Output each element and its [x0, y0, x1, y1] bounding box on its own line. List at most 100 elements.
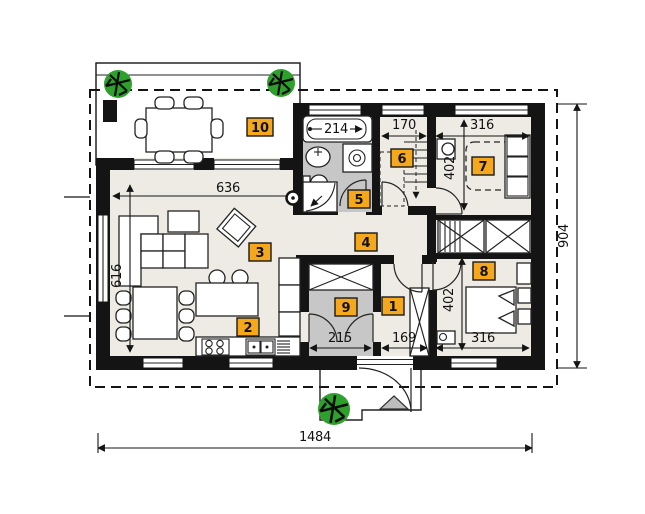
wall-hall-b: [366, 206, 382, 215]
chair: [183, 96, 204, 110]
dimension-636: 636: [112, 181, 286, 200]
dimension-215: 215: [309, 331, 372, 352]
svg-text:214: 214: [324, 122, 348, 137]
chair: [441, 142, 455, 156]
cabinet: [516, 262, 532, 285]
dining-table: [132, 286, 178, 340]
dimension-402-top: 402: [443, 119, 468, 211]
kitchen-vestibule-door-arc: [308, 313, 338, 343]
stairs-door-arc: [381, 181, 409, 207]
svg-text:402: 402: [442, 288, 457, 312]
hall-wardrobe: [409, 287, 430, 357]
tall-cabinet: [278, 311, 301, 337]
room-label-5: 5: [347, 189, 371, 209]
kitchen-sink: [245, 338, 276, 356]
kitchen-furniture: [115, 257, 301, 357]
wall-bath-stairs: [372, 117, 380, 215]
room-label-8: 8: [472, 261, 496, 281]
nightstand: [517, 287, 532, 304]
wall-vestibule-top-b: [422, 255, 436, 264]
svg-text:4: 4: [361, 236, 370, 251]
pillow: [497, 309, 515, 328]
chair: [154, 150, 175, 164]
chair: [115, 308, 132, 324]
entrance-opening: [357, 356, 413, 370]
window: [450, 357, 498, 369]
pillow: [497, 289, 515, 307]
terrace-pillar: [103, 100, 117, 122]
dimension-170: 170: [381, 118, 427, 140]
chair: [134, 118, 148, 139]
room-label-4: 4: [354, 232, 378, 252]
bathroom-door-arc: [339, 179, 367, 207]
terrace-furniture: [134, 96, 224, 164]
armchair: [216, 207, 257, 248]
dimension-616: 616: [110, 184, 134, 353]
room-label-2: 2: [236, 317, 260, 337]
windows: [97, 104, 529, 369]
dimension-904: 904: [557, 103, 587, 369]
dimension-214: 214: [308, 122, 363, 137]
wall-bath-living: [293, 103, 305, 215]
svg-text:316: 316: [470, 118, 494, 133]
svg-text:215: 215: [328, 331, 352, 346]
chair: [154, 96, 175, 110]
svg-text:402: 402: [443, 156, 458, 180]
svg-text:7: 7: [478, 160, 487, 175]
room-labels: 1 2 3 4 5 6 7 8 9 10: [236, 117, 496, 337]
dimension-316-top: 316: [435, 118, 530, 140]
nightstand: [517, 308, 532, 325]
svg-text:636: 636: [216, 181, 240, 196]
svg-text:316: 316: [471, 331, 495, 346]
window: [142, 357, 184, 369]
tree-icon: [104, 70, 132, 98]
kitchen-island: [195, 282, 259, 317]
chair: [178, 326, 195, 342]
window: [228, 357, 274, 369]
entrance-arrow-icon: [378, 395, 410, 410]
svg-text:616: 616: [110, 264, 125, 288]
bathroom-fixtures: [302, 115, 373, 213]
svg-text:2: 2: [243, 321, 252, 336]
window: [381, 104, 425, 116]
chair: [183, 150, 204, 164]
svg-text:10: 10: [251, 121, 269, 136]
svg-text:9: 9: [341, 301, 350, 316]
dimension-316-bottom: 316: [435, 331, 530, 352]
dimension-402-bottom: 402: [442, 257, 466, 351]
chair: [115, 290, 132, 306]
dish-rack: [277, 340, 290, 354]
shower: [302, 181, 338, 213]
built-in-wardrobes: [437, 219, 531, 254]
window: [308, 104, 362, 116]
svg-text:6: 6: [397, 152, 406, 167]
dimension-169: 169: [381, 331, 428, 352]
room-label-3: 3: [248, 242, 272, 262]
wall-kitchen-vestibule-a: [300, 255, 309, 312]
svg-text:3: 3: [255, 246, 264, 261]
wall-hall1-bed8-b: [429, 290, 437, 370]
room-label-6: 6: [390, 148, 414, 168]
wall-wardrobe-bottom: [436, 253, 531, 259]
sofa-bed: [504, 134, 531, 199]
coffee-table: [167, 210, 200, 233]
terrace-sliding-door: [213, 159, 281, 170]
wall-right: [531, 103, 545, 370]
svg-text:1484: 1484: [299, 430, 331, 445]
dimension-1484: 1484: [97, 430, 533, 453]
wall-kitchen-vestibule-b: [300, 342, 309, 370]
window: [454, 104, 529, 116]
svg-text:1: 1: [388, 300, 397, 315]
chair: [210, 118, 224, 139]
wall-terrace-a: [96, 158, 134, 170]
hall1-door-arc: [393, 263, 423, 293]
svg-text:8: 8: [479, 265, 488, 280]
wall-vestibule-top-a: [296, 255, 394, 264]
chair: [178, 308, 195, 324]
washing-machine: [342, 143, 373, 173]
property-boundary: [64, 89, 558, 388]
wall-hall-c: [408, 206, 436, 215]
room-label-1: 1: [381, 296, 405, 316]
wall-wardrobe-top: [436, 215, 531, 220]
